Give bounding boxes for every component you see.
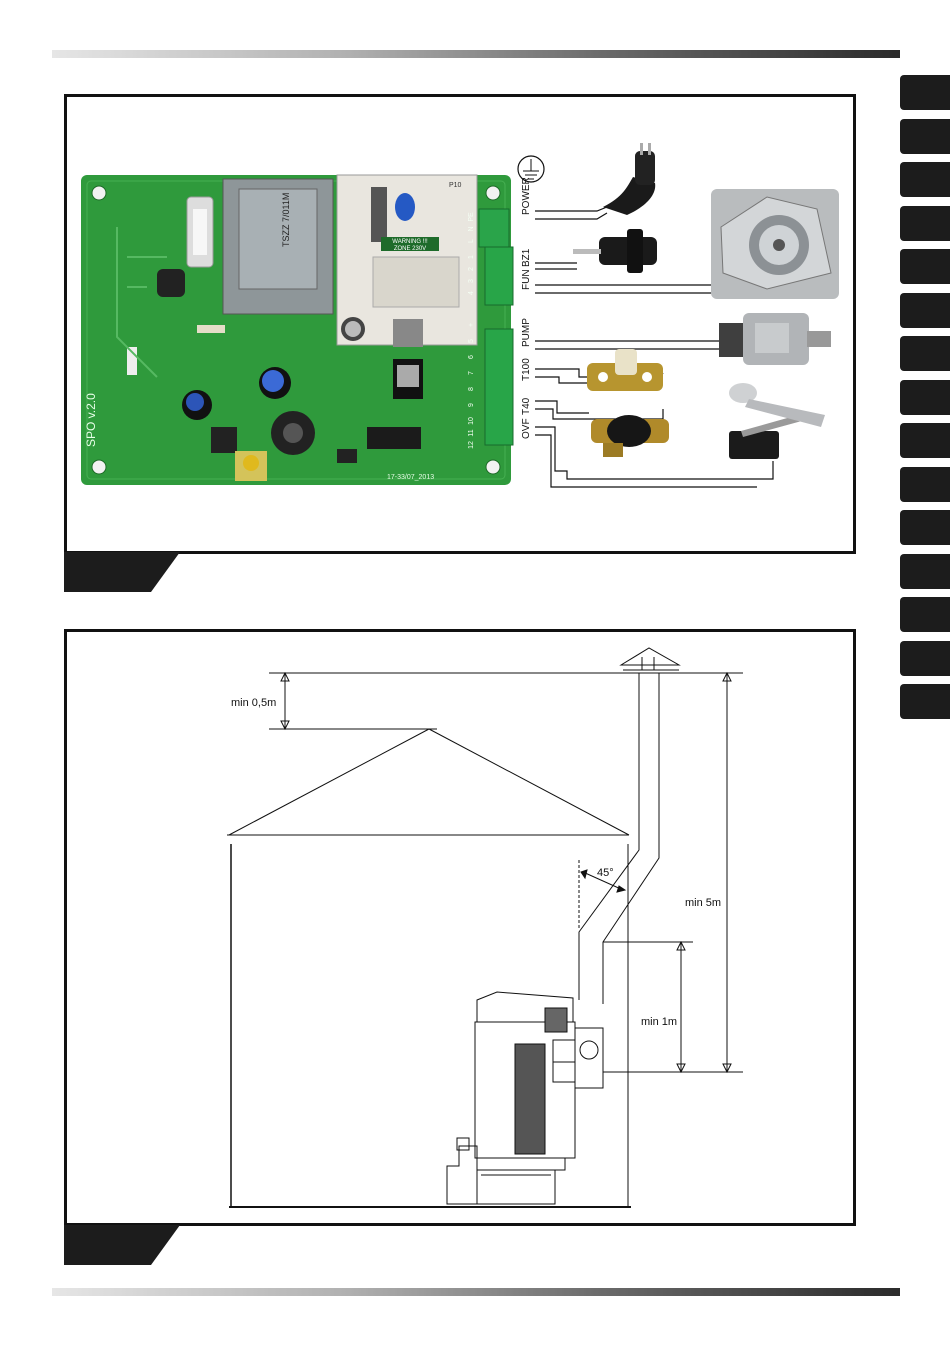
connection-label: FUN <box>521 269 532 290</box>
microswitch-icon <box>729 383 825 459</box>
pump-motor-icon <box>719 313 831 365</box>
side-tab[interactable] <box>900 293 950 328</box>
terminal-label: PE <box>468 212 475 222</box>
connection-label: POWER <box>521 177 532 215</box>
side-tab[interactable] <box>900 510 950 545</box>
side-tab[interactable] <box>900 554 950 589</box>
terminal-label: N <box>468 226 475 231</box>
terminal-label: 6 <box>468 355 475 359</box>
header-rule <box>52 50 900 58</box>
connection-label: PUMP <box>521 318 532 347</box>
terminal-label: 10 <box>468 417 475 425</box>
terminal-label: 9 <box>468 403 475 407</box>
side-tab[interactable] <box>900 684 950 719</box>
blower-fan-icon <box>711 189 839 299</box>
wiring-figure: TSZZ 7/011M WARNING !!! ZONE 230V P10 <box>64 94 856 554</box>
controller-board: TSZZ 7/011M WARNING !!! ZONE 230V P10 <box>81 175 513 485</box>
min-height-label: min 5m <box>685 897 721 909</box>
chimney-figure: min 0,5m 45° min 5m min 1m <box>64 629 856 1226</box>
thermostat-t40-icon <box>591 415 669 457</box>
side-tab[interactable] <box>900 423 950 458</box>
thermostat-t100-icon <box>587 349 663 391</box>
connection-label: T100 <box>521 358 532 381</box>
fuse-holder-icon <box>573 229 657 273</box>
connection-label: T40 <box>521 397 532 415</box>
side-tab[interactable] <box>900 75 950 110</box>
terminal-label: 5 <box>468 339 475 343</box>
side-tab[interactable] <box>900 249 950 284</box>
terminal-label: 11 <box>468 429 475 436</box>
side-tab[interactable] <box>900 597 950 632</box>
connector-label: P10 <box>449 182 462 189</box>
terminal-label: 1 <box>468 255 475 259</box>
figure-tag-2 <box>64 1225 180 1265</box>
chimney-diagram: min 0,5m 45° min 5m min 1m <box>67 632 853 1223</box>
terminal-label: 3 <box>468 279 475 283</box>
side-tab[interactable] <box>900 467 950 502</box>
side-tab[interactable] <box>900 119 950 154</box>
terminal-label: 4 <box>468 291 475 295</box>
board-date-code: 17-33/07_2013 <box>387 474 434 481</box>
connection-label: BZ1 <box>521 248 532 267</box>
power-plug-icon <box>603 143 655 215</box>
footer-rule <box>52 1288 900 1296</box>
side-tab[interactable] <box>900 380 950 415</box>
transformer-label: TSZZ 7/011M <box>281 193 291 247</box>
wiring-diagram: TSZZ 7/011M WARNING !!! ZONE 230V P10 <box>67 97 853 551</box>
terminal-label: 8 <box>468 387 475 391</box>
terminal-label: 12 <box>468 441 475 449</box>
figure-tag-1 <box>64 552 180 592</box>
terminal-label: 2 <box>468 267 475 271</box>
min-vertical-label: min 1m <box>641 1016 677 1028</box>
terminal-label: + <box>468 323 475 327</box>
side-tab[interactable] <box>900 641 950 676</box>
min-above-roof-label: min 0,5m <box>231 697 276 709</box>
board-model-label: SPO v.2.0 <box>84 393 98 447</box>
side-tab[interactable] <box>900 206 950 241</box>
angle-label: 45° <box>597 867 614 879</box>
side-tab[interactable] <box>900 336 950 371</box>
side-tab[interactable] <box>900 162 950 197</box>
connection-label: OVF <box>521 418 532 439</box>
warning-label-line2: ZONE 230V <box>394 246 426 252</box>
warning-label-line1: WARNING !!! <box>392 239 428 245</box>
terminal-label: 7 <box>468 371 475 375</box>
terminal-label: L <box>468 239 475 243</box>
